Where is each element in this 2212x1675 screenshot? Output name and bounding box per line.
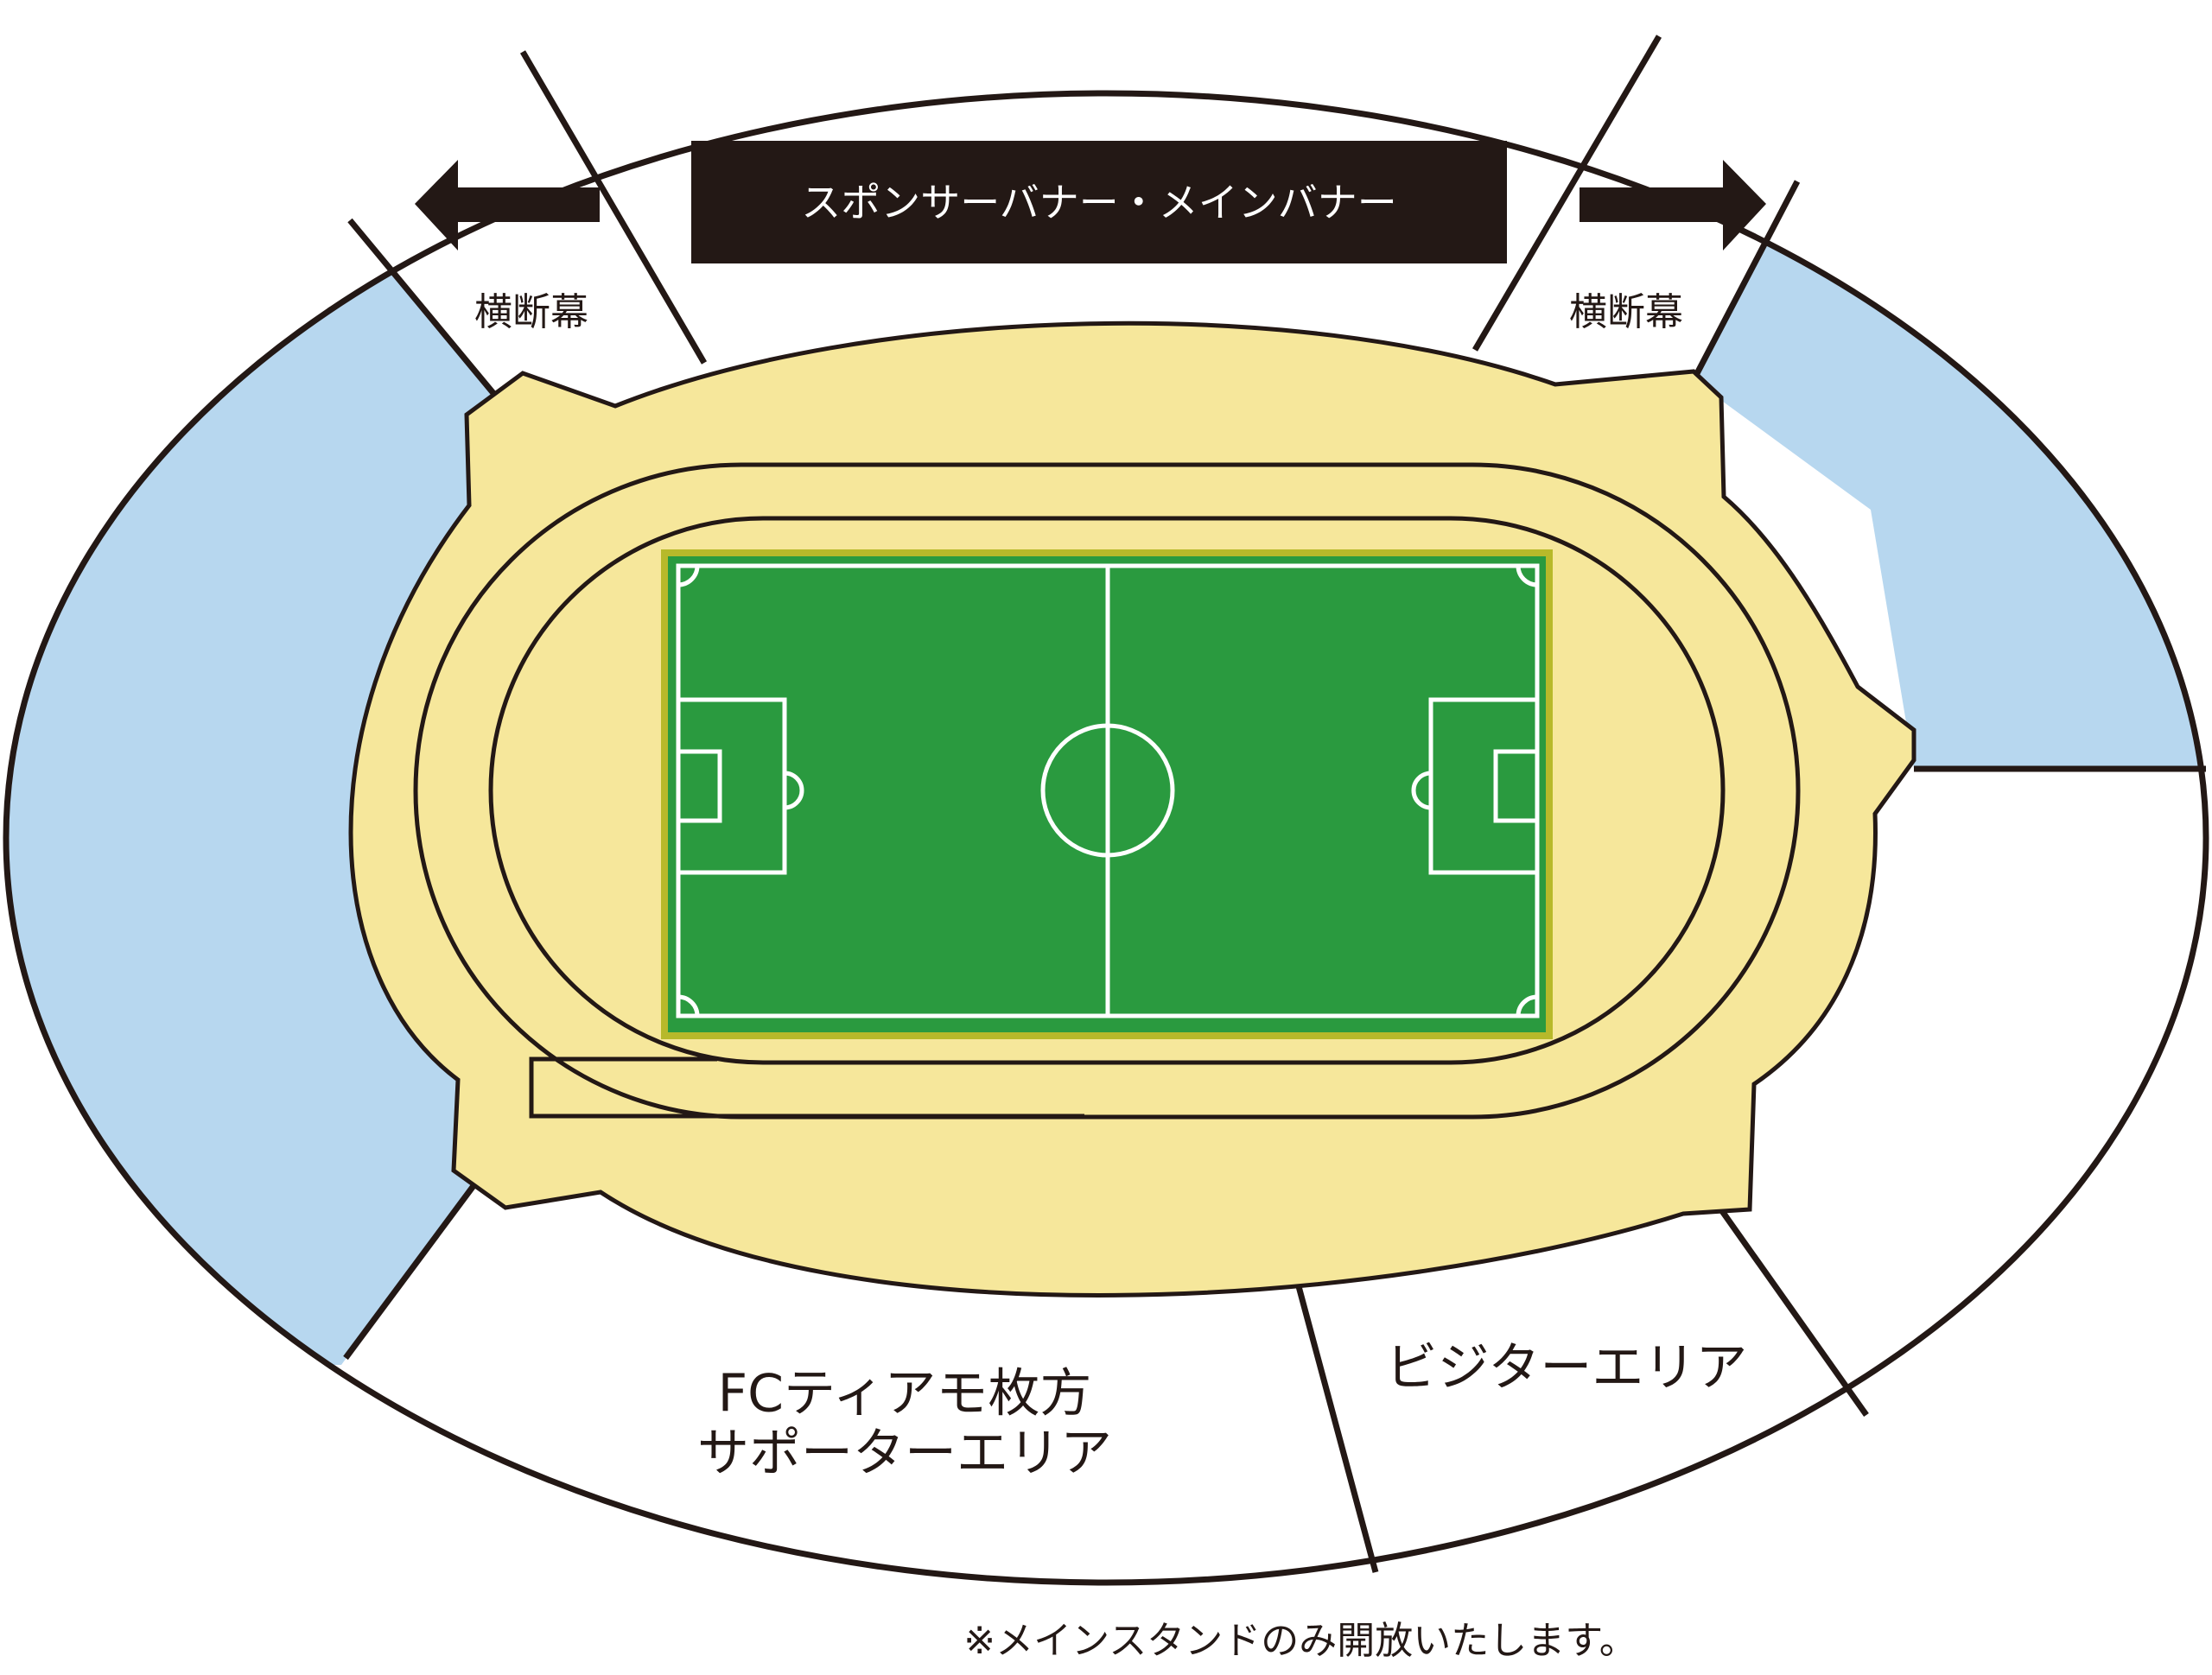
sponsor-banner-label: スポンサーバナー・メインバナー [801, 180, 1397, 226]
home-supporter-area-line2: サポーターエリア [697, 1424, 1112, 1484]
track-outer-lane [413, 462, 1801, 1120]
main-stand-note: ※メインスタンドのみ開放いたします。 [963, 1619, 1637, 1663]
soccer-pitch [661, 549, 1553, 1039]
arrow-left-icon [415, 160, 600, 251]
sponsor-banner [691, 141, 1507, 263]
home-supporter-area-line1: FCティアモ枚方 [718, 1364, 1092, 1424]
arrow-right-icon [1580, 160, 1766, 251]
visitor-area-label: ビジターエリア [1386, 1338, 1748, 1399]
curtain-label-right: 横断幕 [1569, 290, 1683, 334]
track-inner-lane [488, 516, 1726, 1065]
section-dividers [343, 35, 2206, 1573]
curtain-label-left: 横断幕 [474, 290, 588, 334]
track-straight-extension [529, 1056, 1084, 1119]
